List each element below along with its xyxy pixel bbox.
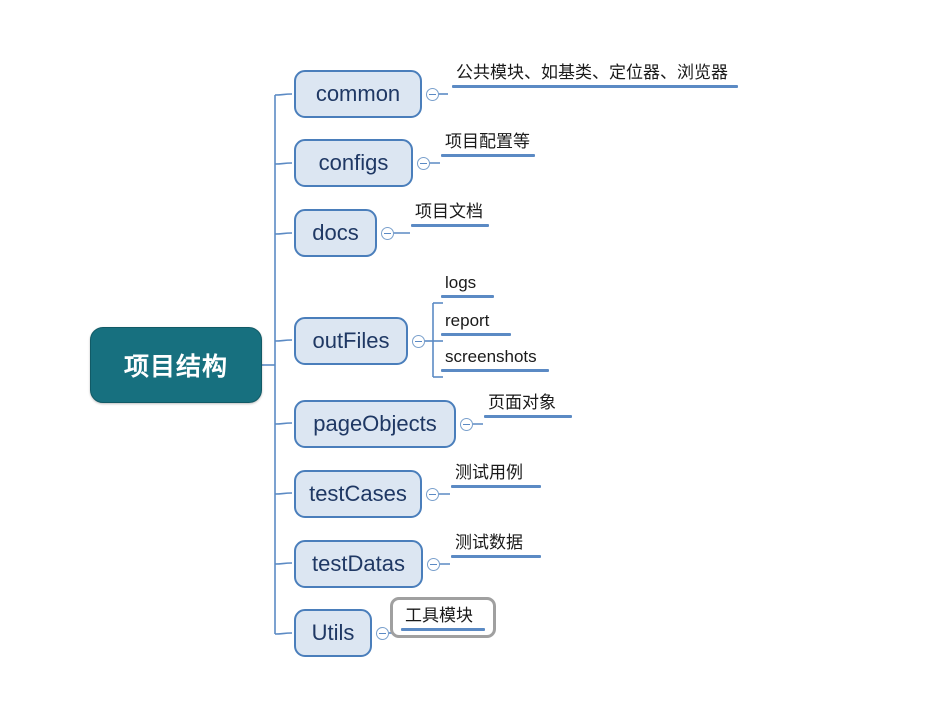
- child-report-text: report: [445, 311, 490, 330]
- node-docs[interactable]: docs: [294, 209, 377, 257]
- note-testcases-text: 测试用例: [455, 463, 523, 482]
- node-utils-label: Utils: [311, 620, 355, 645]
- note-common-rule: [452, 85, 738, 88]
- node-docs-label: docs: [312, 220, 359, 245]
- node-testdatas-label: testDatas: [312, 551, 405, 576]
- note-testdatas[interactable]: 测试数据: [451, 532, 541, 558]
- node-testdatas[interactable]: testDatas: [294, 540, 423, 588]
- note-utils[interactable]: 工具模块: [390, 597, 496, 638]
- note-testdatas-rule: [451, 555, 541, 558]
- note-pageobjects[interactable]: 页面对象: [484, 392, 572, 418]
- note-utils-rule: [401, 628, 485, 631]
- note-testcases-rule: [451, 485, 541, 488]
- note-docs-rule: [411, 224, 489, 227]
- node-common-label: common: [315, 81, 401, 106]
- child-logs-text: logs: [445, 273, 477, 292]
- node-outfiles[interactable]: outFiles: [294, 317, 408, 365]
- note-common-text: 公共模块、如基类、定位器、浏览器: [456, 63, 728, 82]
- toggle-docs[interactable]: [381, 227, 394, 240]
- note-docs-text: 项目文档: [415, 202, 483, 221]
- note-testcases[interactable]: 测试用例: [451, 462, 541, 488]
- toggle-testcases[interactable]: [426, 488, 439, 501]
- node-utils[interactable]: Utils: [294, 609, 372, 657]
- node-testcases-label: testCases: [309, 481, 407, 506]
- toggle-common[interactable]: [426, 88, 439, 101]
- toggle-outfiles[interactable]: [412, 335, 425, 348]
- toggle-configs[interactable]: [417, 157, 430, 170]
- child-screenshots-rule: [441, 369, 549, 372]
- note-pageobjects-rule: [484, 415, 572, 418]
- node-outfiles-label: outFiles: [312, 328, 390, 353]
- node-common[interactable]: common: [294, 70, 422, 118]
- root-node-label: 项目结构: [123, 353, 228, 381]
- child-report-rule: [441, 333, 511, 336]
- note-common[interactable]: 公共模块、如基类、定位器、浏览器: [452, 62, 738, 88]
- child-logs[interactable]: logs: [441, 272, 494, 298]
- node-configs-label: configs: [318, 150, 389, 175]
- toggle-utils[interactable]: [376, 627, 389, 640]
- note-docs[interactable]: 项目文档: [411, 201, 489, 227]
- note-configs-rule: [441, 154, 535, 157]
- node-pageobjects-label: pageObjects: [313, 411, 437, 436]
- toggle-pageobjects[interactable]: [460, 418, 473, 431]
- toggle-testdatas[interactable]: [427, 558, 440, 571]
- note-testdatas-text: 测试数据: [455, 533, 523, 552]
- note-configs-text: 项目配置等: [445, 132, 530, 151]
- node-configs[interactable]: configs: [294, 139, 413, 187]
- note-pageobjects-text: 页面对象: [488, 393, 556, 412]
- child-screenshots[interactable]: screenshots: [441, 346, 549, 372]
- node-pageobjects[interactable]: pageObjects: [294, 400, 456, 448]
- note-configs[interactable]: 项目配置等: [441, 131, 535, 157]
- note-utils-text: 工具模块: [405, 606, 473, 625]
- node-testcases[interactable]: testCases: [294, 470, 422, 518]
- child-screenshots-text: screenshots: [445, 347, 537, 366]
- root-node[interactable]: 项目结构: [90, 327, 262, 403]
- child-logs-rule: [441, 295, 494, 298]
- child-report[interactable]: report: [441, 310, 511, 336]
